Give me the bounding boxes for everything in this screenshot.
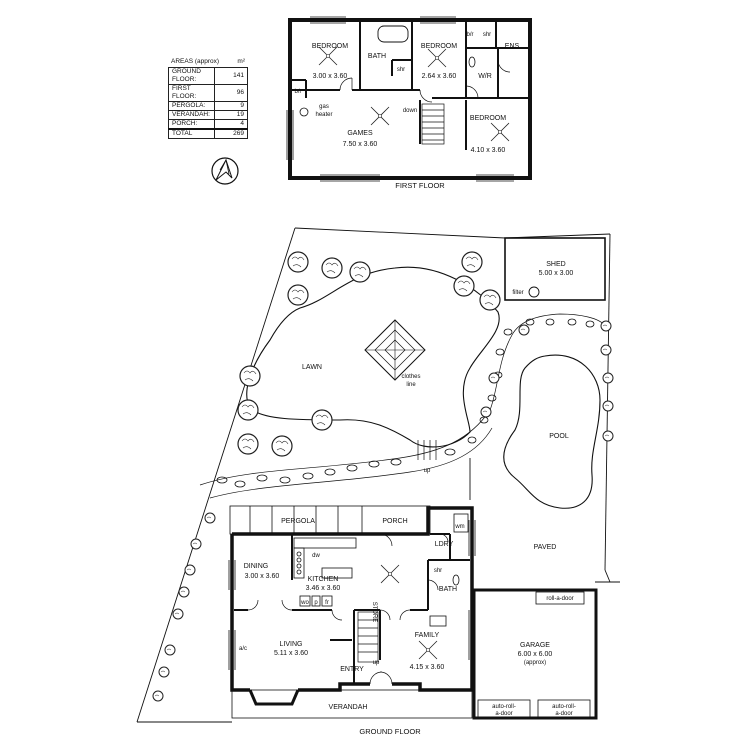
shed-dims: 5.00 x 3.00 bbox=[539, 270, 574, 277]
first-shr-label: shr bbox=[397, 67, 405, 73]
auto-door-1-label-1: auto-roll- bbox=[492, 704, 516, 710]
pool-outline bbox=[503, 354, 601, 509]
wall-oven-label: wo bbox=[300, 600, 309, 606]
area-label: VERANDAH: bbox=[168, 110, 215, 120]
dining-label: DINING bbox=[244, 563, 269, 570]
air-conditioner-label: a/c bbox=[239, 646, 247, 652]
area-value: 19 bbox=[214, 110, 248, 120]
auto-door-2-label-2: a-door bbox=[555, 711, 572, 717]
areas-unit: m² bbox=[237, 58, 245, 65]
bedroom-3-label: BEDROOM bbox=[470, 115, 506, 122]
area-label: PERGOLA: bbox=[168, 101, 215, 111]
lawn-outline bbox=[246, 266, 500, 448]
kitchen-dims: 3.46 x 3.60 bbox=[306, 585, 341, 592]
bedroom-1-dims: 3.00 x 3.60 bbox=[313, 73, 348, 80]
lawn-label: LAWN bbox=[302, 364, 322, 371]
auto-door-1-label-2: a-door bbox=[495, 711, 512, 717]
filter-label: filter bbox=[512, 290, 523, 296]
total-value: 269 bbox=[214, 128, 248, 139]
areas-row: FIRST FLOOR:96 bbox=[168, 84, 248, 102]
pantry-label: p bbox=[314, 600, 318, 606]
pool-label: POOL bbox=[549, 433, 569, 440]
dining-dims: 3.00 x 3.60 bbox=[245, 573, 280, 580]
bedroom-2-label: BEDROOM bbox=[421, 43, 457, 50]
shr-2-label: shr bbox=[483, 32, 491, 38]
areas-row: VERANDAH:19 bbox=[168, 110, 248, 120]
area-value: 9 bbox=[214, 101, 248, 111]
verandah-label: VERANDAH bbox=[329, 704, 368, 711]
areas-row: GROUND FLOOR:141 bbox=[168, 67, 248, 85]
porch-label: PORCH bbox=[382, 518, 407, 525]
areas-title: AREAS (approx) bbox=[171, 58, 220, 65]
games-dims: 7.50 x 3.60 bbox=[343, 141, 378, 148]
gas-heater-label-1: gas bbox=[319, 104, 329, 110]
kitchen-label: KITCHEN bbox=[308, 576, 339, 583]
area-value: 96 bbox=[214, 84, 248, 102]
areas-table: AREAS (approx) m² GROUND FLOOR:141 FIRST… bbox=[168, 57, 248, 139]
first-floor-plan: BEDROOM 3.00 x 3.60 BATH shr BEDROOM 2.6… bbox=[286, 16, 532, 190]
area-label: PORCH: bbox=[168, 119, 215, 130]
area-label: FIRST FLOOR: bbox=[168, 84, 215, 102]
garage-dims: 6.00 x 6.00 bbox=[518, 651, 553, 658]
area-value: 141 bbox=[214, 67, 248, 85]
ground-floor-plan: PERGOLA PORCH wm LDRY DINING 3.00 x 3.60… bbox=[228, 505, 598, 736]
auto-door-2-label-1: auto-roll- bbox=[552, 704, 576, 710]
bir-1-label: b/r bbox=[294, 89, 301, 95]
ground-shr-label: shr bbox=[434, 568, 442, 574]
dishwasher-label: dw bbox=[312, 553, 320, 559]
shed-label: SHED bbox=[546, 261, 565, 268]
entry-stairs-up-label: up bbox=[373, 660, 380, 666]
north-arrow-icon bbox=[211, 157, 239, 185]
entry-label: ENTRY bbox=[340, 666, 364, 673]
clothes-line-icon bbox=[364, 319, 426, 381]
ground-bath-label: BATH bbox=[439, 586, 457, 593]
total-label: TOTAL bbox=[168, 128, 215, 139]
bedroom-2-dims: 2.64 x 3.60 bbox=[422, 73, 457, 80]
areas-row: PERGOLA:9 bbox=[168, 101, 248, 111]
roll-door-label: roll-a-door bbox=[546, 596, 573, 602]
bedroom-3-dims: 4.10 x 3.60 bbox=[471, 147, 506, 154]
area-value: 4 bbox=[214, 119, 248, 130]
stairs-down-label: down bbox=[403, 108, 417, 114]
paved-label: PAVED bbox=[534, 544, 557, 551]
games-label: GAMES bbox=[347, 130, 373, 137]
family-label: FAMILY bbox=[415, 632, 440, 639]
pergola-label: PERGOLA bbox=[281, 518, 315, 525]
garage-label: GARAGE bbox=[520, 642, 550, 649]
first-bath-label: BATH bbox=[368, 53, 386, 60]
laundry-label: LDRY bbox=[435, 541, 454, 548]
site-plan: SHED 5.00 x 3.00 filter LAWN clothes lin… bbox=[136, 227, 620, 723]
garden-steps-up-label: up bbox=[424, 468, 431, 474]
living-label: LIVING bbox=[280, 641, 303, 648]
living-dims: 5.11 x 3.60 bbox=[274, 650, 308, 657]
fridge-label: fr bbox=[325, 600, 329, 606]
bir-2-label: b/r bbox=[466, 32, 473, 38]
wir-label: W/R bbox=[478, 73, 492, 80]
garage-approx-label: (approx) bbox=[524, 660, 546, 666]
area-label: GROUND FLOOR: bbox=[168, 67, 215, 85]
ensuite-label: ENS bbox=[505, 43, 520, 50]
clothes-line-label-2: line bbox=[406, 382, 416, 388]
bedroom-1-label: BEDROOM bbox=[312, 43, 348, 50]
family-dims: 4.15 x 3.60 bbox=[410, 664, 445, 671]
gas-heater-label-2: heater bbox=[315, 112, 332, 118]
areas-row: PORCH:4 bbox=[168, 119, 248, 130]
clothes-line-label-1: clothes bbox=[401, 374, 420, 380]
first-floor-caption: FIRST FLOOR bbox=[395, 181, 445, 190]
ground-floor-caption: GROUND FLOOR bbox=[359, 727, 421, 736]
washing-machine-label: wm bbox=[454, 524, 464, 530]
store-label: STORE bbox=[371, 602, 377, 623]
